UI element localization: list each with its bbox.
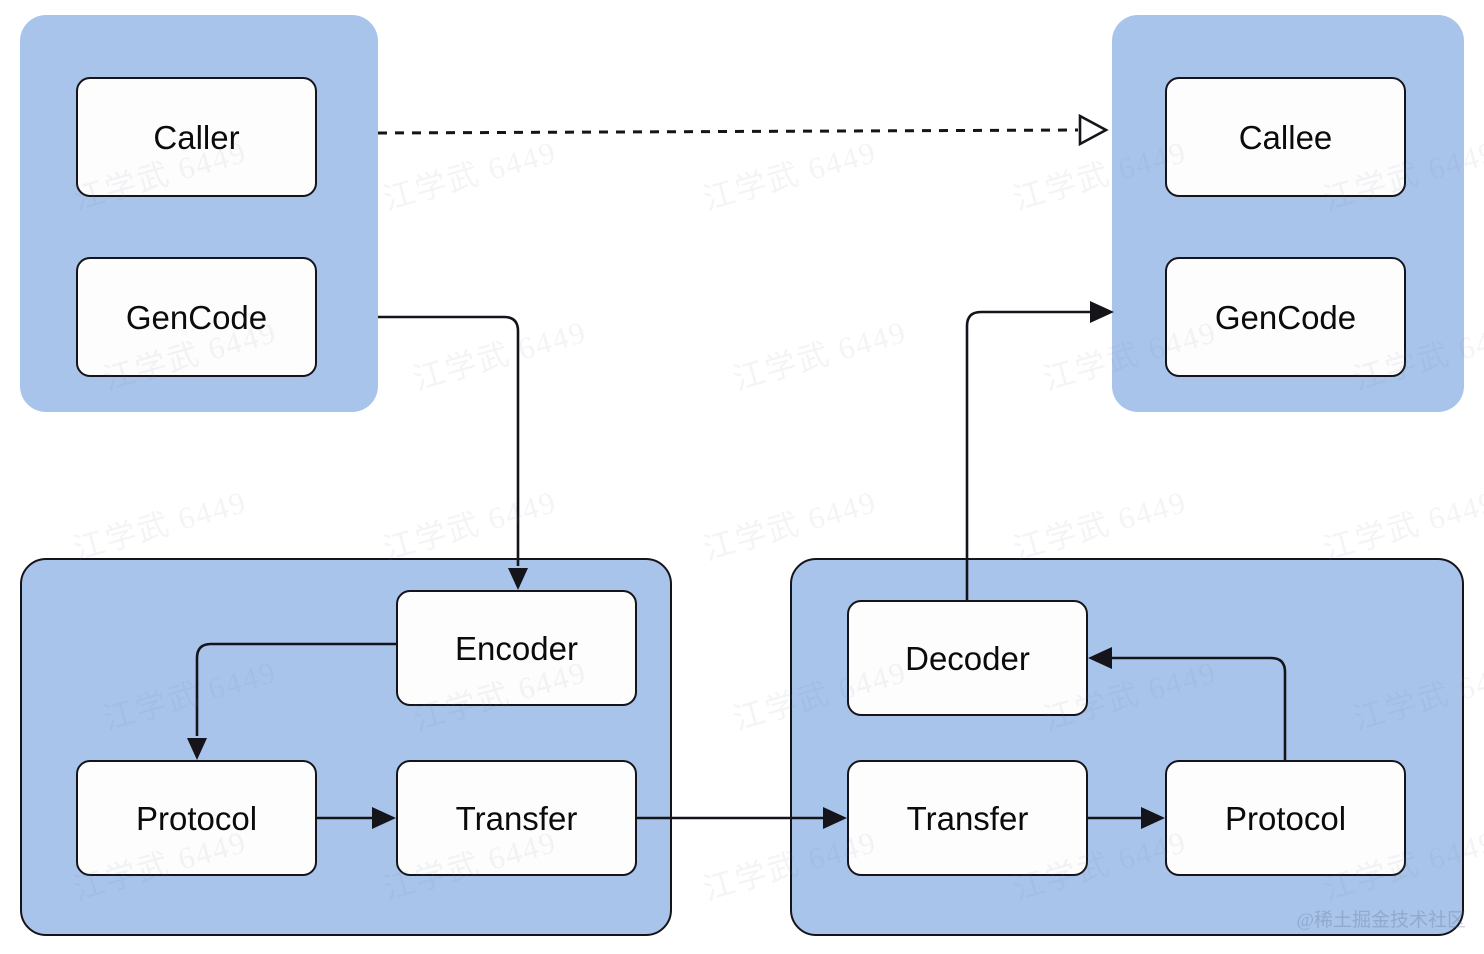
node-right-transfer-label: Transfer — [906, 799, 1029, 837]
watermark-text: 江学武 6449 — [699, 133, 881, 217]
node-callee-gencode[interactable]: GenCode — [1165, 257, 1406, 377]
node-callee-gencode-label: GenCode — [1214, 298, 1357, 336]
watermark-text: 江学武 6449 — [1009, 483, 1191, 567]
edge-decoder-to-gencode — [965, 301, 1114, 600]
node-right-transfer[interactable]: Transfer — [847, 760, 1088, 876]
edge-caller-to-callee — [377, 113, 1109, 147]
node-caller-gencode-label: GenCode — [125, 298, 268, 336]
node-left-protocol-label: Protocol — [135, 799, 258, 837]
node-decoder-label: Decoder — [905, 639, 1030, 677]
node-left-protocol[interactable]: Protocol — [76, 760, 317, 876]
watermark-text: 江学武 6449 — [699, 483, 881, 567]
node-callee[interactable]: Callee — [1165, 77, 1406, 197]
watermark-text: 江学武 6449 — [379, 133, 561, 217]
node-right-protocol-label: Protocol — [1224, 799, 1347, 837]
node-right-protocol[interactable]: Protocol — [1165, 760, 1406, 876]
brand-watermark: @稀土掘金技术社区 — [1296, 910, 1467, 931]
watermark-text: 江学武 6449 — [1319, 483, 1484, 567]
watermark-text: 江学武 6449 — [69, 483, 251, 567]
watermark-text: 江学武 6449 — [379, 483, 561, 567]
node-left-transfer-label: Transfer — [455, 799, 578, 837]
node-caller-gencode[interactable]: GenCode — [76, 257, 317, 377]
node-encoder-label: Encoder — [455, 629, 578, 667]
watermark-text: 江学武 6449 — [729, 313, 911, 397]
node-caller-label: Caller — [153, 118, 240, 156]
node-encoder[interactable]: Encoder — [396, 590, 637, 706]
edge-gencode-to-encoder — [378, 315, 528, 590]
watermark-text: 江学武 6449 — [409, 313, 591, 397]
node-left-transfer[interactable]: Transfer — [396, 760, 637, 876]
node-callee-label: Callee — [1238, 118, 1333, 156]
node-caller[interactable]: Caller — [76, 77, 317, 197]
node-decoder[interactable]: Decoder — [847, 600, 1088, 716]
